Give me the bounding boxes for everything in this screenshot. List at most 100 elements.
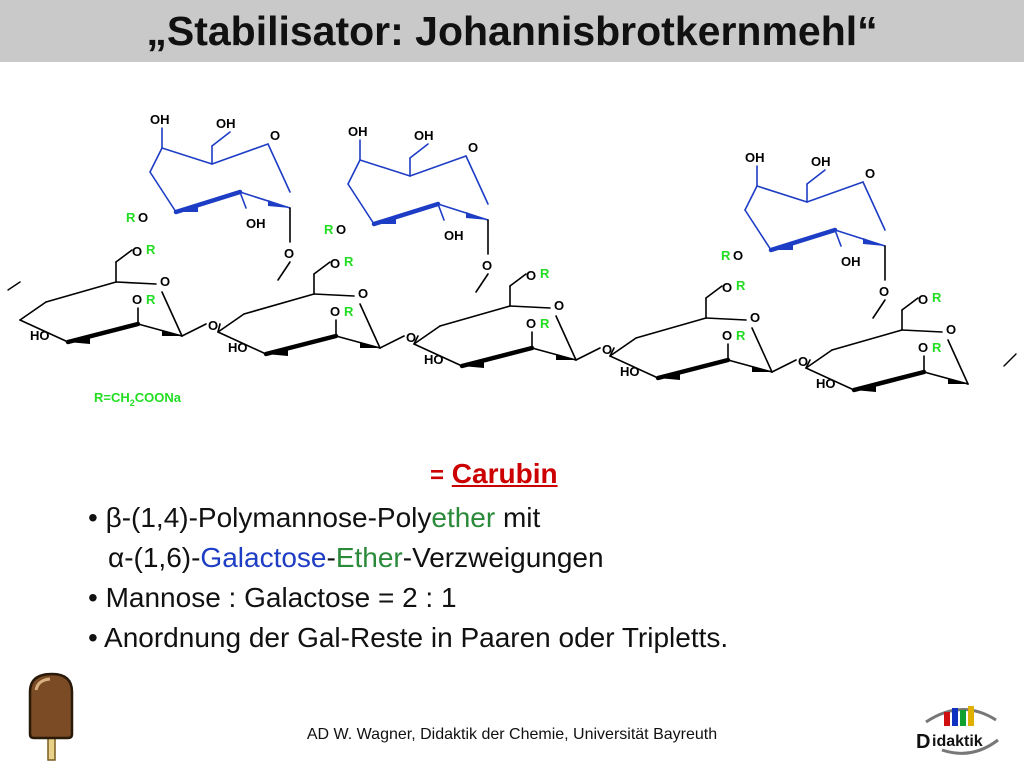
- galactose-ring-3-oh6: OH: [811, 154, 831, 169]
- galactose-ring-3-r2: R: [721, 248, 731, 263]
- galactose-ring-2-oh4: OH: [348, 124, 368, 139]
- galactose-ring-3-oh4: OH: [745, 150, 765, 165]
- bullet-1-dot: •: [88, 502, 98, 533]
- didaktik-logo-icon: D idaktik: [916, 706, 999, 755]
- bullet-1-continuation: α-(1,6)-Galactose-Ether-Verzweigungen: [108, 542, 604, 574]
- bullet-1-text-end: mit: [495, 502, 541, 533]
- mannose-ring-5-o6: O: [918, 292, 928, 307]
- mannose-ring-2-bond: [217, 313, 245, 333]
- mannose-ring-1-wedge: [68, 338, 90, 344]
- mannose-ring-4-wedge: [658, 374, 680, 380]
- glycosidic-bond: [609, 347, 615, 357]
- galactose-ring-3-link-o: O: [879, 284, 889, 299]
- mannose-ring-1-r3: R: [146, 292, 156, 307]
- bullet-1: • β-(1,4)-Polymannose-Polyether mit: [88, 502, 540, 534]
- ether-highlight: ether: [431, 502, 496, 533]
- mannose-ring-4-ho: HO: [620, 364, 640, 379]
- mannose-ring-3-bond: [509, 305, 551, 309]
- galactose-ring-2-bond: [409, 143, 429, 159]
- slide-title: „Stabilisator: Johannisbrotkernmehl“: [146, 8, 878, 54]
- mannose-ring-4-bond: [635, 317, 707, 339]
- galactose-ring-3-bond: [756, 185, 808, 203]
- mannose-ring-3-o6: O: [526, 268, 536, 283]
- mannose-ring-3-r3: R: [540, 316, 550, 331]
- galactose-ring-1-wedge: [268, 200, 290, 208]
- galactose-ring-2-link-o: O: [482, 258, 492, 273]
- mannose-ring-4-ring-o: O: [750, 310, 760, 325]
- logo-d: D: [916, 731, 930, 753]
- mannose-ring-1-wedge: [162, 330, 182, 336]
- bullet-1-text: -(1,4)-Polymannose-Poly: [121, 502, 432, 533]
- mannose-ring-5-bond: [901, 297, 919, 311]
- mannose-ring-2-ho: HO: [228, 340, 248, 355]
- mannose-ring-1-ring-o: O: [160, 274, 170, 289]
- chain-end-left: [7, 281, 21, 291]
- mannose-ring-4-r6: R: [736, 278, 746, 293]
- galactose-ring-1-bond: [239, 191, 247, 209]
- mannose-ring-4-bond: [609, 337, 637, 357]
- galactose-ring-3-front-bond: [768, 227, 838, 253]
- r-group-legend: R=CH2COONa: [94, 390, 182, 408]
- galactose-ring-2-r2: R: [324, 222, 334, 237]
- mannose-ring-1-bond: [161, 291, 183, 337]
- galactose-ring-2-ring-o: O: [468, 140, 478, 155]
- mannose-ring-3-bond: [509, 273, 527, 287]
- mannose-ring-1-bond: [115, 249, 133, 263]
- galactose-ring-3-link: [872, 299, 886, 319]
- mannose-ring-4-r3: R: [736, 328, 746, 343]
- mannose-ring-5-ho: HO: [816, 376, 836, 391]
- mannose-ring-3-ring-o: O: [554, 298, 564, 313]
- galactose-ring-2-link: [475, 273, 489, 293]
- mannose-ring-2-bond: [313, 293, 355, 297]
- mannose-ring-1-front-bond: [65, 321, 141, 345]
- mannose-ring-1-bond: [115, 281, 157, 285]
- mannose-ring-2-front-bond: [263, 333, 339, 357]
- glycosidic-o-2: O: [406, 330, 416, 345]
- galactose-highlight: Galactose: [200, 542, 327, 573]
- galactose-ring-1-wedge: [176, 206, 198, 212]
- mannose-ring-3-front-bond: [459, 345, 535, 369]
- galactose-ring-1-link: [277, 261, 291, 281]
- continuation-text: -(1,6)-: [124, 542, 201, 573]
- mannose-ring-4-front-bond: [655, 357, 731, 381]
- galactose-ring-2-wedge: [374, 218, 396, 224]
- galactose-ring-1-o2: O: [138, 210, 148, 225]
- galactose-ring-2-bond: [359, 159, 411, 177]
- mannose-ring-5-wedge: [948, 378, 968, 384]
- mannose-ring-3-bond: [439, 305, 511, 327]
- galactose-ring-3-oh3: OH: [841, 254, 861, 269]
- mannose-ring-2-o6: O: [330, 256, 340, 271]
- galactose-ring-1-bond: [267, 143, 291, 193]
- galactose-ring-1-bond: [211, 131, 231, 147]
- galactose-ring-3-wedge: [863, 238, 885, 246]
- galactose-ring-1-bond: [161, 147, 213, 165]
- carubin-label: = Carubin: [430, 458, 558, 490]
- galactose-ring-1-link-o: O: [284, 246, 294, 261]
- mannose-ring-4-bond: [705, 285, 723, 299]
- mannose-ring-4-o6: O: [722, 280, 732, 295]
- galactose-ring-2-bond: [347, 183, 375, 225]
- carubin-equals: =: [430, 462, 445, 489]
- mannose-ring-2-o3: O: [330, 304, 340, 319]
- galactose-ring-2-bond: [465, 155, 489, 205]
- mannose-ring-5-front-bond: [851, 369, 927, 393]
- bullet-3: • Anordnung der Gal-Reste in Paaren oder…: [88, 622, 729, 653]
- galactose-ring-2-front-bond: [371, 201, 441, 227]
- bullet-2: • Mannose : Galactose = 2 : 1: [88, 582, 457, 613]
- glycosidic-bond: [379, 335, 405, 349]
- title-bar: [0, 0, 1024, 62]
- mannose-ring-3-o3: O: [526, 316, 536, 331]
- mannose-ring-3-ho: HO: [424, 352, 444, 367]
- galactose-ring-2-oh3: OH: [444, 228, 464, 243]
- galactose-ring-3-bond: [806, 169, 826, 185]
- mannose-ring-5-bond: [805, 367, 855, 391]
- mannose-ring-2-bond: [217, 331, 267, 355]
- mannose-ring-5-bond: [947, 339, 969, 385]
- glycosidic-bond: [413, 335, 419, 345]
- mannose-ring-1-bond: [45, 281, 117, 303]
- mannose-ring-3-bond: [413, 343, 463, 367]
- mannose-ring-1-o3: O: [132, 292, 142, 307]
- ether-highlight-2: Ether: [335, 542, 403, 573]
- continuation-dash: -: [326, 542, 336, 573]
